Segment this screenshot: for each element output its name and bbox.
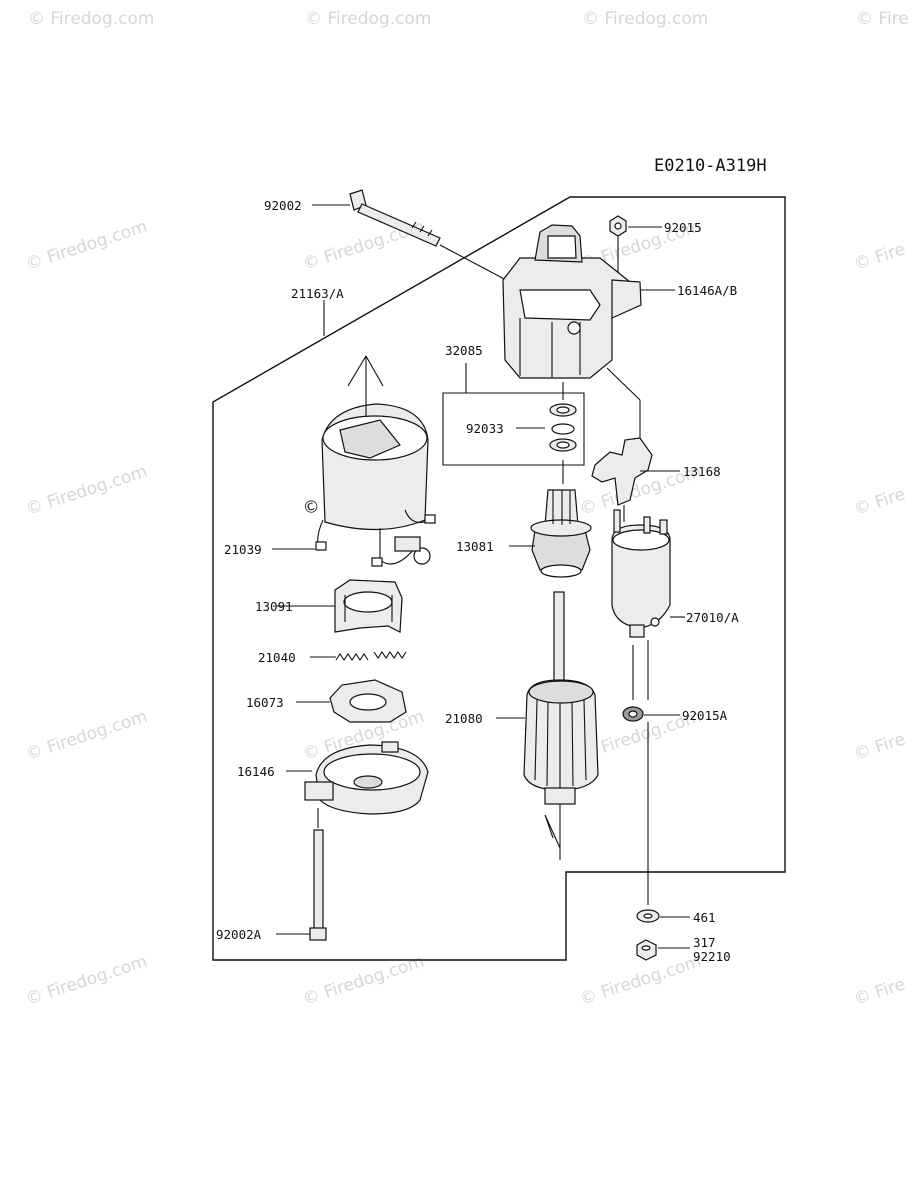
part-label-21163a[interactable]: 21163/A: [291, 286, 344, 301]
watermark-text: © Fire: [856, 9, 909, 29]
part-label-92015[interactable]: 92015: [664, 220, 702, 235]
watermark-text: © Firedog.com: [582, 9, 708, 29]
watermark-text: © Fire: [851, 239, 907, 274]
assembly-outline: [212, 196, 786, 961]
part-label-317[interactable]: 317: [693, 935, 716, 950]
watermark-text: © Firedog.com: [23, 217, 149, 275]
rear-cover-16146: [304, 741, 429, 815]
watermark-text: © Fire: [851, 974, 907, 1009]
bracket-32085: [442, 363, 585, 466]
part-label-461[interactable]: 461: [693, 910, 716, 925]
clutch-13081: [530, 460, 592, 578]
watermark-text: © Fire: [851, 729, 907, 764]
part-label-92210[interactable]: 92210: [693, 949, 731, 964]
part-label-16146ab[interactable]: 16146A/B: [677, 283, 737, 298]
nut-92015: [609, 215, 627, 272]
part-labels: 92002 92015 16146A/B 21163/A 32085 92033…: [216, 198, 739, 964]
bolt-92002: [349, 189, 511, 283]
springs-21040: [335, 651, 407, 661]
washer-set-92033: [549, 382, 577, 452]
bolt-92002a: [309, 808, 327, 941]
watermark-layer: © Firedog.com © Firedog.com © Firedog.co…: [23, 9, 908, 1010]
watermark-text: © Firedog.com: [23, 952, 149, 1010]
part-label-16146[interactable]: 16146: [237, 764, 275, 779]
part-label-13081[interactable]: 13081: [456, 539, 494, 554]
watermark-text: © Firedog.com: [28, 9, 154, 29]
solenoid-27010a: [611, 509, 671, 700]
watermark-text: © Firedog.com: [23, 707, 149, 765]
part-label-13168[interactable]: 13168: [683, 464, 721, 479]
part-label-92002[interactable]: 92002: [264, 198, 302, 213]
armature-21080: [523, 591, 599, 860]
part-label-21040[interactable]: 21040: [258, 650, 296, 665]
nut-92015a: [622, 706, 649, 905]
part-label-92015a[interactable]: 92015A: [682, 708, 728, 723]
watermark-text: © Firedog.com: [305, 9, 431, 29]
part-label-13091[interactable]: 13091: [255, 599, 293, 614]
part-label-32085[interactable]: 32085: [445, 343, 483, 358]
part-label-92002a[interactable]: 92002A: [216, 927, 262, 942]
brush-holder-13091: [334, 579, 403, 633]
part-label-92033[interactable]: 92033: [466, 421, 504, 436]
part-label-21080[interactable]: 21080: [445, 711, 483, 726]
watermark-text: © Fire: [851, 484, 907, 519]
washer-461: [636, 909, 660, 923]
front-housing-16146ab: [502, 224, 642, 379]
nut-92210: [636, 939, 657, 961]
label-leaders: [272, 204, 690, 949]
watermark-text: © Firedog.com: [577, 952, 703, 1010]
part-label-16073[interactable]: 16073: [246, 695, 284, 710]
plate-16073: [329, 679, 407, 723]
diagram-code: E0210-A319H: [654, 156, 767, 176]
part-label-21039[interactable]: 21039: [224, 542, 262, 557]
watermark-text: © Firedog.com: [23, 462, 149, 520]
yoke-21163a: [315, 355, 436, 567]
lever-13168: [591, 367, 653, 522]
part-label-27010a[interactable]: 27010/A: [686, 610, 739, 625]
